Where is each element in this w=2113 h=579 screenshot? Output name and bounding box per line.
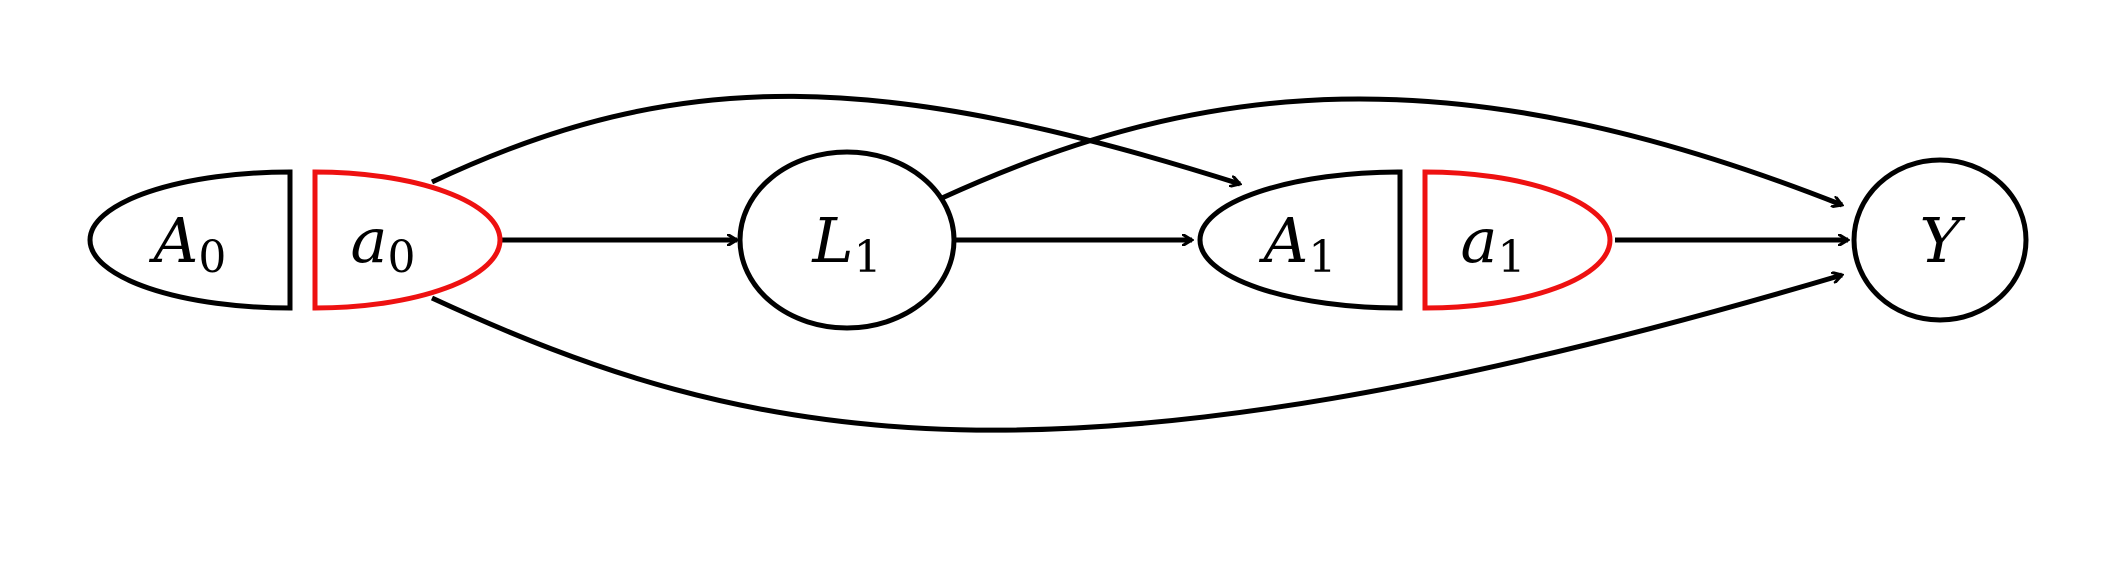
node-Y-label: Y	[1920, 204, 1966, 277]
node-a1-label: a1	[1461, 204, 1526, 283]
node-A0-label: A0	[149, 204, 227, 283]
node-a0: a0	[312, 169, 503, 311]
node-a0-label: a0	[351, 204, 416, 283]
node-A1-label: A1	[1259, 204, 1337, 283]
node-Y: Y	[1851, 157, 2029, 323]
node-A1: A1	[1197, 169, 1403, 311]
node-a0-shape	[312, 169, 503, 311]
node-A0: A0	[87, 169, 293, 311]
edge-a0-to-Y	[430, 275, 1842, 433]
node-A0-shape	[87, 169, 293, 311]
node-L1: L1	[737, 149, 957, 331]
edge-L1-to-Y	[940, 96, 1842, 205]
edges	[430, 93, 1848, 433]
node-L1-shape	[737, 149, 957, 331]
node-Y-shape	[1851, 157, 2029, 323]
node-A1-shape	[1197, 169, 1403, 311]
node-a1: a1	[1422, 169, 1613, 311]
node-L1-label: L1	[811, 204, 881, 283]
nodes: A0 a0 L1 A1 a1 Y	[87, 149, 2029, 331]
node-a1-shape	[1422, 169, 1613, 311]
edge-a0-to-A1	[430, 93, 1240, 184]
